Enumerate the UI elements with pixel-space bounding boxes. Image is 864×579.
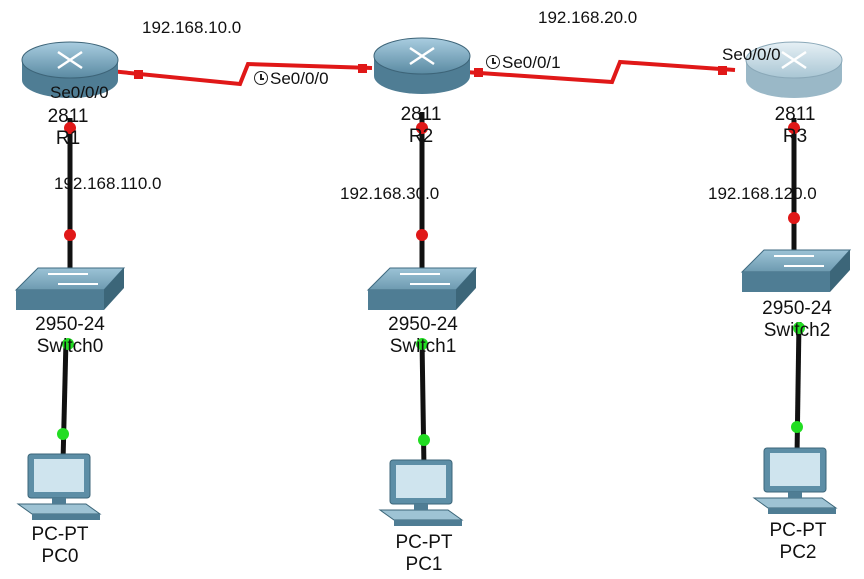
serial-link-r2-r3[interactable] — [464, 59, 736, 85]
network-label-r3-lan: 192.168.120.0 — [708, 184, 817, 203]
network-label-r1-lan: 192.168.110.0 — [54, 174, 162, 193]
router-model: 2811 — [47, 106, 89, 127]
port-indicator-switch1-down — [416, 338, 428, 350]
clock-icon — [254, 71, 268, 85]
switch-name: Switch1 — [389, 336, 457, 357]
port-indicator-r3-eth — [788, 122, 800, 134]
pc-icon-pc0[interactable] — [14, 452, 110, 524]
port-indicator-switch2-up — [788, 212, 800, 224]
port-indicator-switch0-down — [62, 338, 74, 350]
interface-label-r2-serial-right: Se0/0/1 — [486, 54, 561, 72]
switch-icon-switch1[interactable] — [366, 264, 478, 314]
port-indicator-r1-eth — [64, 122, 76, 134]
link-switch2-pc2[interactable] — [794, 321, 802, 457]
router-icon-r1[interactable] — [18, 40, 122, 102]
serial-link-r1-r2[interactable] — [99, 61, 373, 87]
switch-model: 2950-24 — [388, 314, 458, 335]
port-indicator-r2-serial-right — [474, 68, 483, 77]
port-indicator-pc2 — [791, 421, 803, 433]
switch-name: Switch0 — [36, 336, 104, 357]
switch-model: 2950-24 — [35, 314, 105, 335]
port-indicator-r3-serial — [718, 66, 727, 75]
router-icon-r3[interactable] — [742, 40, 846, 102]
link-switch1-pc1[interactable] — [419, 339, 427, 469]
port-indicator-r1-serial — [134, 70, 143, 79]
port-indicator-r2-serial-left — [358, 64, 367, 73]
pc-name: PC2 — [779, 542, 817, 563]
pc-icon-pc1[interactable] — [376, 458, 472, 530]
switch-icon-switch2[interactable] — [740, 246, 852, 296]
interface-label-r3-serial: Se0/0/0 — [722, 45, 781, 64]
port-indicator-r2-eth — [416, 122, 428, 134]
interface-label-r2-serial-left: Se0/0/0 — [254, 70, 329, 88]
port-indicator-switch1-up — [416, 229, 428, 241]
port-indicator-switch0-up — [64, 229, 76, 241]
port-indicator-pc0 — [57, 428, 69, 440]
router-name: R3 — [782, 126, 808, 147]
switch-name: Switch2 — [763, 320, 831, 341]
network-label-r2-lan: 192.168.30.0 — [340, 184, 440, 203]
clock-icon — [486, 55, 500, 69]
port-indicator-pc1 — [418, 434, 430, 446]
port-indicator-switch2-down — [793, 322, 805, 334]
pc-model: PC-PT — [395, 532, 453, 553]
interface-label-r1-serial: Se0/0/0 — [50, 83, 109, 102]
pc-icon-pc2[interactable] — [750, 446, 846, 518]
pc-name: PC0 — [41, 546, 79, 567]
switch-icon-switch0[interactable] — [14, 264, 126, 314]
link-switch0-pc0[interactable] — [60, 339, 69, 463]
pc-model: PC-PT — [769, 520, 827, 541]
router-model: 2811 — [400, 104, 442, 125]
router-model: 2811 — [774, 104, 816, 125]
pc-name: PC1 — [405, 554, 443, 575]
router-name: R1 — [55, 128, 81, 149]
router-name: R2 — [408, 126, 434, 147]
pc-model: PC-PT — [31, 524, 89, 545]
network-label-r2-r3: 192.168.20.0 — [538, 8, 638, 27]
interface-text: Se0/0/1 — [502, 53, 561, 72]
router-icon-r2[interactable] — [370, 36, 474, 98]
switch-model: 2950-24 — [762, 298, 832, 319]
interface-text: Se0/0/0 — [270, 69, 329, 88]
network-label-r1-r2: 192.168.10.0 — [142, 18, 242, 37]
